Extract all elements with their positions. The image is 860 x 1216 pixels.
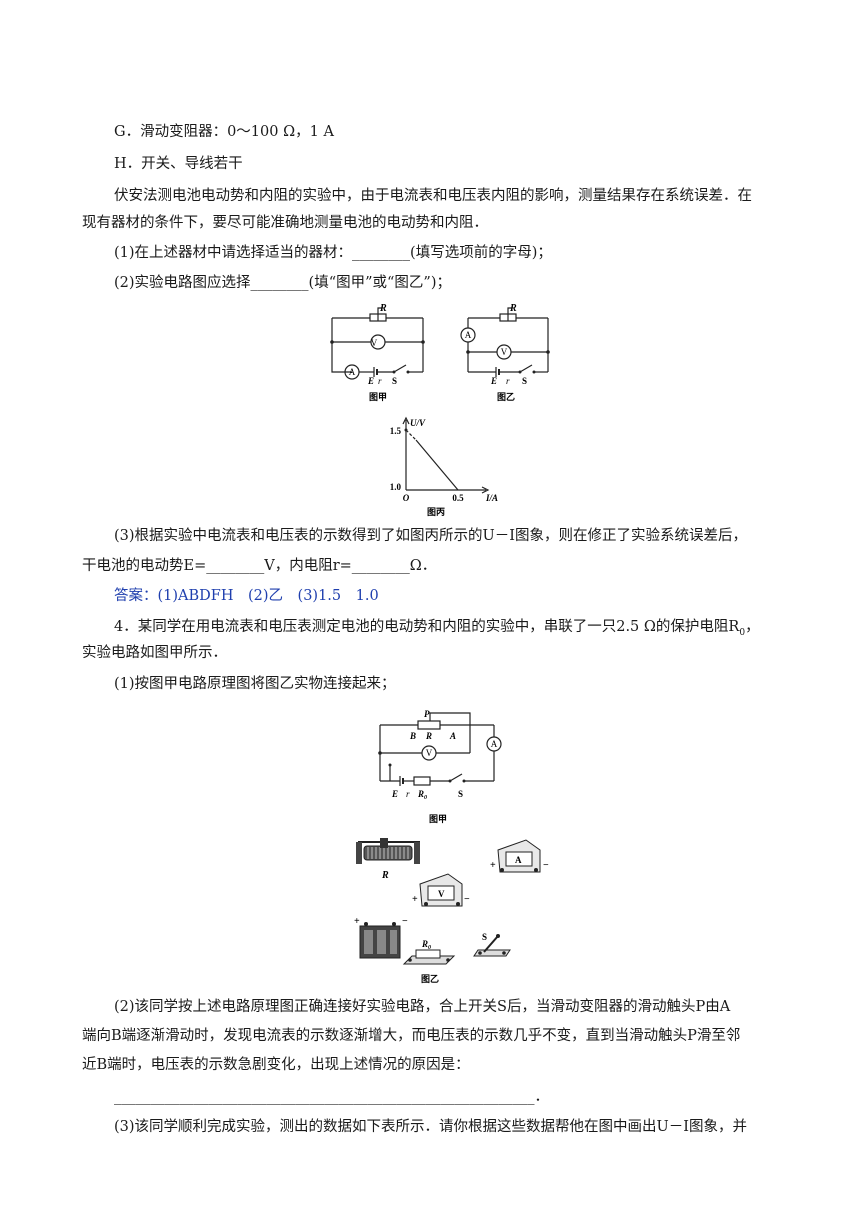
question-2: (2)实验电路图应选择________(填“图甲”或“图乙”)； [114,275,452,291]
ammeter-icon [497,839,541,873]
label-r: r [378,376,382,386]
x-tick: 0.5 [452,493,464,503]
rheostat-icon [356,838,420,864]
label-R: R [425,731,432,741]
plus-sign: + [354,916,360,927]
ui-graph-bing: U/V 1.5 1.0 O 0.5 I/A 图丙 [390,416,498,517]
paragraph-intro-2: 现有器材的条件下，要尽可能准确地测量电池的电动势和内阻． [82,215,488,231]
caption-yi: 图乙 [497,392,515,402]
label-ammeter: A [515,855,522,865]
label-R0: R0 [421,939,431,951]
plus-sign: + [490,860,496,871]
circuit-figure-jia: R V A E r S 图甲 [330,303,425,402]
resistor-icon [402,949,456,965]
question-4-2-line-1: (2)该同学按上述电路原理图正确连接好实验电路，合上开关S后，当滑动变阻器的滑动… [114,999,731,1015]
minus-sign: − [543,860,549,871]
problem-4-line-2: 实验电路如图甲所示． [82,645,227,661]
option-g: G．滑动变阻器：0～100 Ω，1 A [114,124,334,140]
label-B: B [409,731,416,741]
subscript-0: 0 [739,627,746,638]
label-R0: R0 [417,789,427,801]
circuit-figure-yi: R A V E r S 图乙 [460,303,550,402]
battery-icon [359,922,401,959]
y-tick-bottom: 1.0 [390,482,402,492]
label-voltmeter: V [501,347,508,357]
label-E: E [391,789,398,799]
label-E: E [367,376,374,386]
label-r: r [406,789,410,799]
label-S: S [482,932,487,942]
label-A-end: A [449,731,456,741]
label-voltmeter: V [371,338,378,348]
problem-4-comma: ， [745,619,760,635]
label-voltmeter: V [438,889,445,899]
label-S: S [392,376,397,386]
caption-yi-2: 图乙 [421,974,439,984]
label-r: r [506,376,510,386]
question-3-line-1: (3)根据实验中电流表和电压表的示数得到了如图丙所示的U－I图象，则在修正了实验… [114,528,747,544]
caption-jia: 图甲 [369,392,387,402]
question-1: (1)在上述器材中请选择适当的器材：________(填写选项前的字母)； [114,245,552,261]
question-4-1: (1)按图甲电路原理图将图乙实物连接起来； [114,676,396,692]
option-h: H．开关、导线若干 [114,156,243,172]
y-tick-top: 1.5 [390,426,402,436]
label-S: S [522,376,527,386]
label-E: E [490,376,497,386]
caption-bing: 图丙 [427,507,445,517]
origin-label: O [403,493,410,503]
label-P: P [424,709,430,719]
label-S: S [458,789,463,799]
caption-jia-2: 图甲 [429,814,447,824]
x-axis-label: I/A [485,493,498,503]
question-3-line-2: 干电池的电动势E=________V，内电阻r=________Ω． [82,558,437,574]
circuit-figure-jia-2: P B R A V A E r R0 S 图甲 [378,709,502,824]
label-R: R [379,303,387,314]
label-ammeter: A [349,367,356,377]
question-4-3: (3)该同学顺利完成实验，测出的数据如下表所示．请你根据这些数据帮他在图中画出U… [114,1119,747,1135]
switch-icon [473,934,511,957]
voltmeter-icon [419,873,463,907]
paragraph-intro-1: 伏安法测电池电动势和内阻的实验中，由于电流表和电压表内阻的影响，测量结果存在系统… [114,188,752,204]
label-ammeter: A [491,739,498,749]
question-4-2-line-2: 端向B端逐渐滑动时，发现电流表的示数逐渐增大，而电压表的示数几乎不变，直到当滑动… [82,1028,741,1044]
answer-blank-line: ________________________________________… [114,1089,549,1105]
problem-4-text: 4．某同学在用电流表和电压表测定电池的电动势和内阻的实验中，串联了一只2.5 Ω… [114,619,740,635]
label-R: R [381,870,389,881]
minus-sign: − [464,894,470,905]
label-R: R [509,303,517,314]
problem-4-line-1: 4．某同学在用电流表和电压表测定电池的电动势和内阻的实验中，串联了一只2.5 Ω… [114,617,760,643]
question-4-2-line-3: 近B端时，电压表的示数急剧变化，出现上述情况的原因是： [82,1057,470,1073]
y-axis-label: U/V [410,418,426,428]
plus-sign: + [412,894,418,905]
answer-line: 答案：(1)ABDFH (2)乙 (3)1.5 1.0 [114,588,379,604]
label-voltmeter: V [426,748,433,758]
instrument-figure-yi: R A + − V + − + − [354,838,549,984]
minus-sign: − [402,916,408,927]
label-ammeter: A [465,330,472,340]
